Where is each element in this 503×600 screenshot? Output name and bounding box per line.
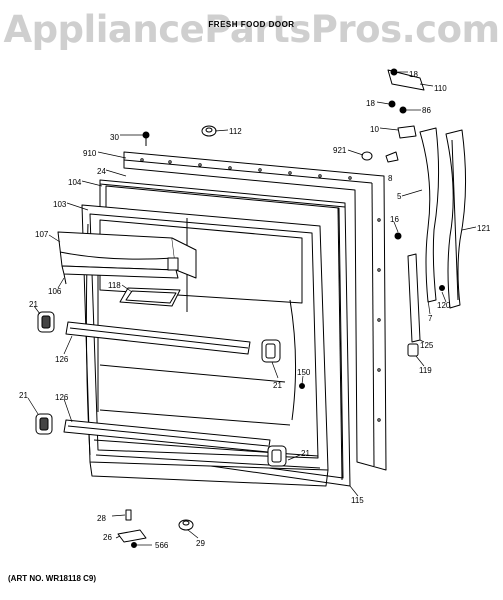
door-handle: [445, 129, 467, 309]
screw-150: [299, 383, 305, 389]
part-label-p26: 26: [103, 533, 112, 542]
bracket-28: [125, 509, 132, 521]
part-label-p29: 29: [196, 539, 205, 548]
screw-86: [399, 106, 407, 114]
end-cap-21-left-upper: [37, 311, 55, 333]
part-label-p103: 103: [53, 200, 67, 209]
part-label-p16: 16: [390, 215, 399, 224]
part-label-p910: 910: [83, 149, 97, 158]
part-label-p5: 5: [397, 192, 402, 201]
part-label-p921: 921: [333, 146, 347, 155]
outer-door-panel: [123, 151, 387, 471]
part-label-p24: 24: [97, 167, 106, 176]
end-cap-21-right-upper: [261, 339, 281, 363]
part-label-p18a: 18: [409, 70, 418, 79]
screw-30: [142, 131, 150, 146]
part-label-p8: 8: [388, 174, 393, 183]
screw-18a: [390, 68, 398, 76]
part-label-p21d: 21: [301, 449, 310, 458]
part-label-p106: 106: [48, 287, 62, 296]
part-label-p126b: 126: [55, 393, 69, 402]
cap-29: [178, 519, 194, 531]
part-label-p115: 115: [351, 496, 364, 505]
part-label-p18b: 18: [366, 99, 375, 108]
part-label-p566: 566: [155, 541, 169, 550]
part-label-p120: 120: [437, 301, 451, 310]
dairy-door: [57, 231, 197, 285]
hinge-assembly: [387, 69, 440, 357]
part-label-p21b: 21: [273, 381, 282, 390]
part-label-p118: 118: [108, 281, 121, 290]
part-label-p21a: 21: [29, 300, 38, 309]
part-label-p7: 7: [428, 314, 433, 323]
part-label-p126a: 126: [55, 355, 69, 364]
part-label-p119: 119: [419, 366, 432, 375]
screw-120: [439, 285, 445, 291]
watermark-text: AppliancePartsPros.com: [3, 8, 500, 51]
screw-16: [394, 232, 402, 240]
part-label-p104: 104: [68, 178, 82, 187]
plug-112: [201, 125, 217, 137]
art-number: (ART NO. WR18118 C9): [8, 574, 97, 583]
part-label-p28: 28: [97, 514, 106, 523]
end-cap-21-left-lower: [35, 413, 53, 435]
part-number-labels: 18 110 18 86 10 30 112 910 921 8 24 104 5 103 16 121 107…: [19, 70, 491, 550]
part-label-p21c: 21: [19, 391, 28, 400]
part-label-p107: 107: [35, 230, 49, 239]
part-label-p10: 10: [370, 125, 379, 134]
part-label-p112: 112: [229, 127, 242, 136]
butter-tray: [119, 287, 181, 307]
part-label-p30: 30: [110, 133, 119, 142]
leader-lines: [27, 71, 477, 546]
part-label-p150: 150: [297, 368, 311, 377]
diagram-title: FRESH FOOD DOOR: [208, 20, 295, 29]
cap-921: [361, 151, 373, 161]
part-label-p110: 110: [434, 84, 447, 93]
plate-26: [117, 529, 147, 543]
part-label-p125: 125: [420, 341, 434, 350]
part-label-p121: 121: [477, 224, 491, 233]
screw-18b: [388, 100, 396, 108]
pin-8: [385, 151, 399, 163]
part-label-p86: 86: [422, 106, 431, 115]
end-cap-21-right-lower: [267, 445, 287, 467]
screw-566: [131, 542, 137, 548]
shelf-bar-upper: [65, 321, 251, 355]
